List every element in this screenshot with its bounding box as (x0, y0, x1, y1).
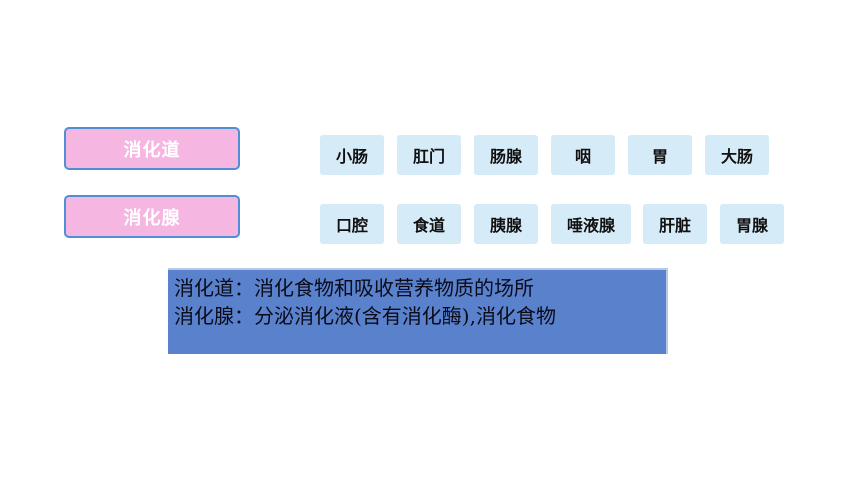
category-digestive-tract[interactable]: 消化道 (64, 127, 240, 170)
organ-card[interactable]: 唾液腺 (551, 204, 631, 244)
organ-card[interactable]: 肠腺 (474, 135, 538, 175)
organ-card[interactable]: 大肠 (705, 135, 769, 175)
organ-card[interactable]: 胰腺 (474, 204, 538, 244)
organ-card[interactable]: 食道 (397, 204, 461, 244)
organ-card[interactable]: 胃腺 (720, 204, 784, 244)
organ-card[interactable]: 口腔 (320, 204, 384, 244)
category-digestive-gland[interactable]: 消化腺 (64, 195, 240, 238)
organ-card[interactable]: 肝脏 (643, 204, 707, 244)
definition-digestive-tract: 消化道：消化食物和吸收营养物质的场所 (174, 276, 534, 300)
organ-card[interactable]: 小肠 (320, 135, 384, 175)
organ-card[interactable]: 咽 (551, 135, 615, 175)
definition-box: 消化道：消化食物和吸收营养物质的场所 消化腺：分泌消化液(含有消化酶),消化食物 (168, 268, 668, 354)
definition-digestive-gland: 消化腺：分泌消化液(含有消化酶),消化食物 (174, 304, 556, 328)
organ-card[interactable]: 胃 (628, 135, 692, 175)
organ-card[interactable]: 肛门 (397, 135, 461, 175)
